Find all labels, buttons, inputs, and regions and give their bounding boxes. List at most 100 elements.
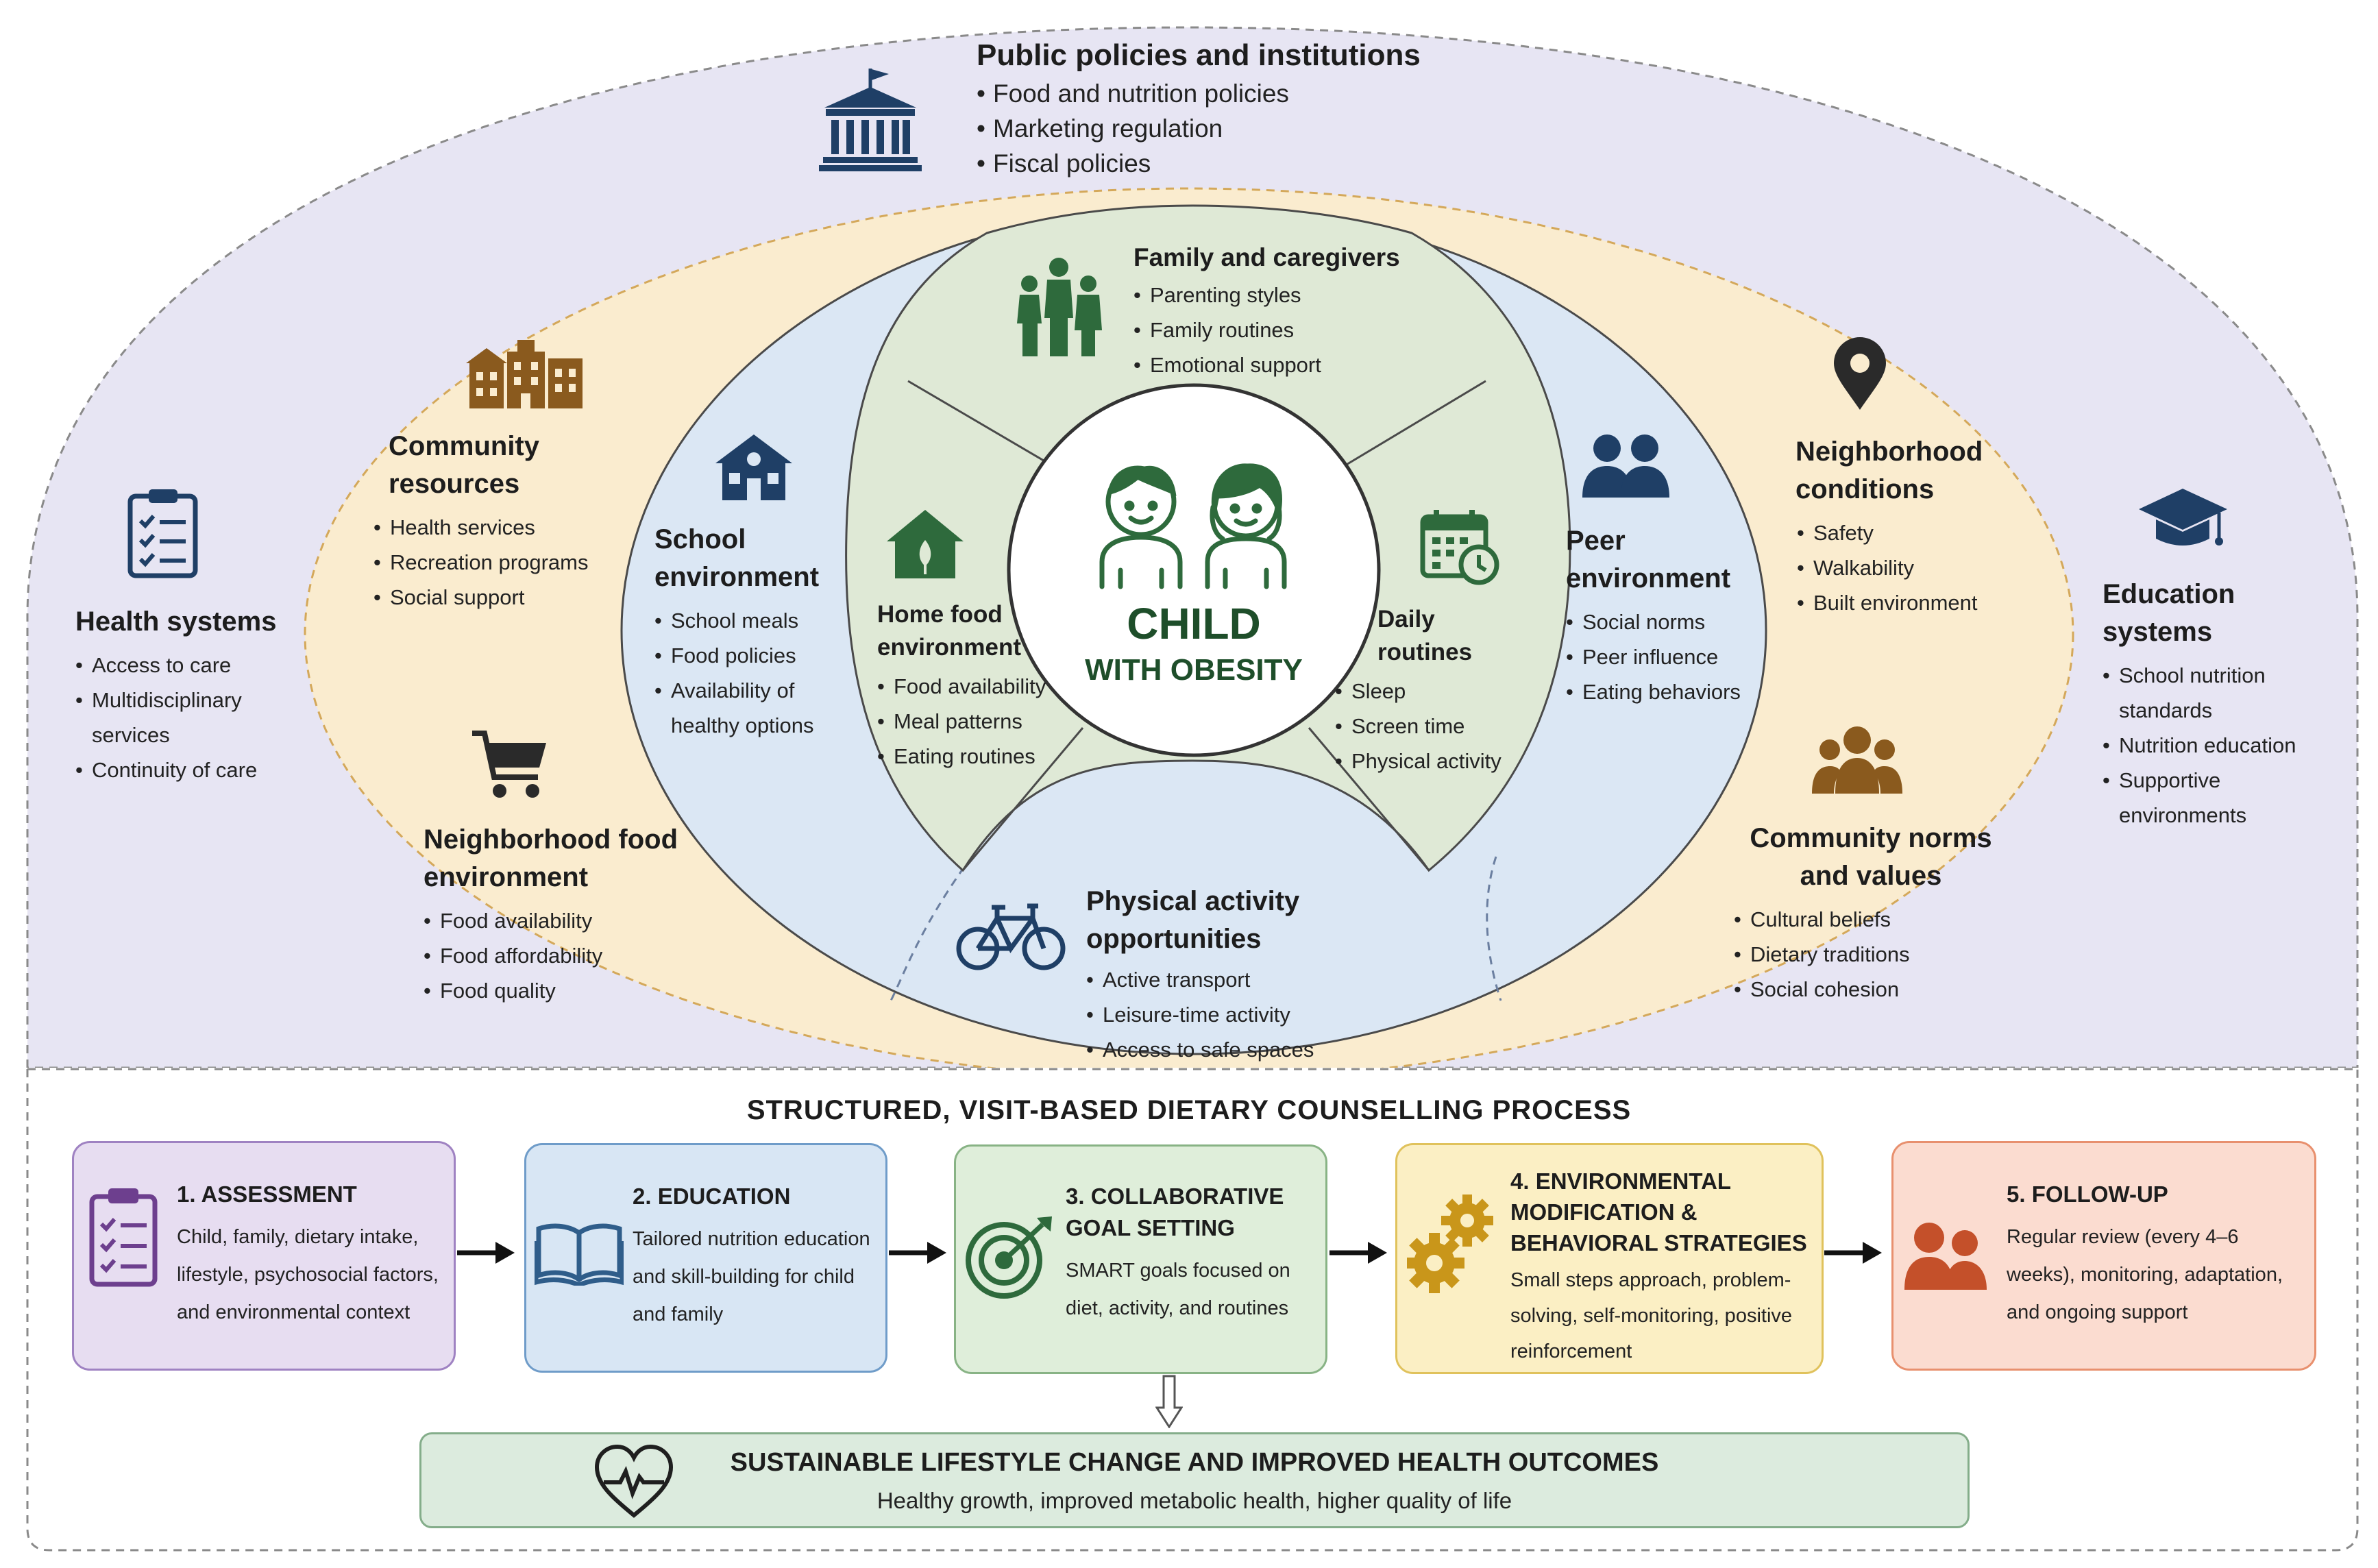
peer-environment-title: Peer environment [1566, 526, 1731, 594]
arrow-right-icon [1824, 1239, 1883, 1270]
list-item: Active transport [1086, 962, 1456, 997]
location-pin-icon [1831, 336, 1889, 415]
list-item: Emotional support [1133, 347, 1421, 382]
step-goal-setting-card: 3. COLLABORATIVE GOAL SETTING SMART goal… [954, 1144, 1327, 1374]
bicycle-icon [956, 898, 1066, 977]
list-item: Social cohesion [1734, 972, 2008, 1007]
child-title: CHILD [1127, 599, 1261, 648]
government-building-icon [819, 65, 922, 175]
step-education-text: 2. EDUCATION Tailored nutrition educatio… [633, 1181, 883, 1334]
peer-environment-block: Peer environment Social norms Peer influ… [1566, 522, 1765, 709]
step-assessment-card: 1. ASSESSMENT Child, family, dietary int… [72, 1141, 456, 1371]
list-item: Eating behaviors [1566, 674, 1765, 709]
health-systems-list: Access to care Multidisciplinary service… [75, 648, 302, 787]
health-systems-title: Health systems [75, 607, 277, 637]
arrow-right-icon [457, 1239, 515, 1270]
list-item: Walkability [1797, 550, 2022, 585]
step-description: Small steps approach, problem-solving, s… [1510, 1269, 1793, 1362]
school-environment-list: School meals Food policies Availability … [654, 603, 860, 743]
home-food-title: Home food environment [877, 601, 1022, 661]
community-norms-block: Community norms and values Cultural beli… [1734, 820, 2008, 1007]
physical-activity-list: Active transport Leisure-time activity A… [1086, 962, 1456, 1067]
two-people-icon [1580, 432, 1672, 504]
step-description: Regular review (every 4–6 weeks), monito… [2007, 1226, 2283, 1323]
list-item: Meal patterns [877, 704, 1062, 739]
list-item: Health services [373, 510, 613, 545]
clipboard-checklist-icon [127, 487, 199, 583]
open-book-icon [533, 1221, 625, 1289]
center-circle [1007, 383, 1381, 757]
list-item: Food and nutrition policies [977, 76, 1421, 111]
list-item: Recreation programs [373, 545, 613, 580]
education-systems-title: Education systems [2103, 579, 2235, 648]
list-item: Family routines [1133, 313, 1421, 347]
list-item: School nutrition standards [2103, 658, 2336, 728]
step-title: 3. COLLABORATIVE GOAL SETTING [1066, 1184, 1284, 1240]
list-item: Eating routines [877, 739, 1062, 774]
list-item: Parenting styles [1133, 278, 1421, 313]
school-environment-title: School environment [654, 524, 820, 593]
health-systems-block: Health systems Access to care Multidisci… [75, 603, 302, 787]
step-description: Tailored nutrition education and skill-b… [633, 1228, 870, 1325]
target-icon [961, 1215, 1054, 1304]
list-item: Built environment [1797, 585, 2022, 620]
list-item: Nutrition education [2103, 728, 2336, 763]
step-title: 1. ASSESSMENT [177, 1181, 357, 1207]
community-norms-title: Community norms and values [1750, 823, 1992, 892]
step-goal-setting-text: 3. COLLABORATIVE GOAL SETTING SMART goal… [1066, 1181, 1326, 1327]
clipboard-checklist-icon [88, 1186, 160, 1292]
education-systems-list: School nutrition standards Nutrition edu… [2103, 658, 2336, 833]
step-description: SMART goals focused on diet, activity, a… [1066, 1260, 1290, 1319]
list-item: Safety [1797, 515, 2022, 550]
people-followup-icon [1903, 1220, 1989, 1295]
process-title: STRUCTURED, VISIT-BASED DIETARY COUNSELL… [746, 1095, 1632, 1125]
physical-activity-block: Physical activity opportunities Active t… [1086, 883, 1456, 1067]
public-policies-title: Public policies and institutions [977, 38, 1421, 72]
community-norms-list: Cultural beliefs Dietary traditions Soci… [1734, 902, 2008, 1007]
community-resources-list: Health services Recreation programs Soci… [373, 510, 613, 615]
list-item: Food availability [877, 669, 1062, 704]
list-item: Food policies [654, 638, 860, 673]
list-item: Access to safe spaces [1086, 1032, 1456, 1067]
daily-routines-list: Sleep Screen time Physical activity [1335, 674, 1534, 779]
family-list: Parenting styles Family routines Emotion… [1133, 278, 1421, 382]
child-subtitle: WITH OBESITY [1085, 653, 1303, 687]
list-item: Supportive environments [2103, 763, 2336, 833]
neighborhood-conditions-block: Neighborhood conditions Safety Walkabili… [1795, 433, 2022, 620]
group-icon [1809, 725, 1905, 800]
arrow-down-icon [1155, 1375, 1184, 1432]
step-title: 4. ENVIRONMENTAL MODIFICATION & BEHAVIOR… [1510, 1168, 1807, 1255]
list-item: Food availability [424, 903, 684, 938]
list-item: Physical activity [1335, 744, 1534, 779]
list-item: Social support [373, 580, 613, 615]
buildings-icon [466, 334, 586, 413]
community-resources-title: Community resources [389, 431, 539, 500]
outcome-description: Healthy growth, improved metabolic healt… [877, 1488, 1512, 1513]
step-environmental-text: 4. ENVIRONMENTAL MODIFICATION & BEHAVIOR… [1510, 1166, 1819, 1369]
step-assessment-text: 1. ASSESSMENT Child, family, dietary int… [177, 1179, 451, 1332]
home-food-list: Food availability Meal patterns Eating r… [877, 669, 1062, 774]
list-item: Access to care [75, 648, 302, 683]
home-food-block: Home food environment Food availability … [877, 598, 1062, 774]
list-item: Dietary traditions [1734, 937, 2008, 972]
neighborhood-food-block: Neighborhood food environment Food avail… [424, 821, 684, 1008]
education-systems-block: Education systems School nutrition stand… [2103, 576, 2336, 833]
gears-icon [1404, 1192, 1499, 1298]
outcome-box: SUSTAINABLE LIFESTYLE CHANGE AND IMPROVE… [419, 1432, 1970, 1528]
public-policies-list: Food and nutrition policies Marketing re… [977, 76, 1421, 181]
step-title: 5. FOLLOW-UP [2007, 1181, 2168, 1207]
step-environmental-card: 4. ENVIRONMENTAL MODIFICATION & BEHAVIOR… [1395, 1143, 1824, 1374]
heartbeat-icon [593, 1444, 675, 1523]
outcome-title: SUSTAINABLE LIFESTYLE CHANGE AND IMPROVE… [730, 1448, 1659, 1477]
arrow-right-icon [889, 1239, 947, 1270]
list-item: Fiscal policies [977, 146, 1421, 181]
house-icon [884, 506, 966, 585]
daily-routines-title: Daily routines [1377, 606, 1473, 666]
family-icon [1014, 255, 1103, 361]
list-item: Leisure-time activity [1086, 997, 1456, 1032]
graduation-cap-icon [2137, 485, 2229, 554]
arrow-right-icon [1329, 1239, 1388, 1270]
list-item: Cultural beliefs [1734, 902, 2008, 937]
neighborhood-food-title: Neighborhood food environment [424, 824, 678, 893]
neighborhood-food-list: Food availability Food affordability Foo… [424, 903, 684, 1008]
